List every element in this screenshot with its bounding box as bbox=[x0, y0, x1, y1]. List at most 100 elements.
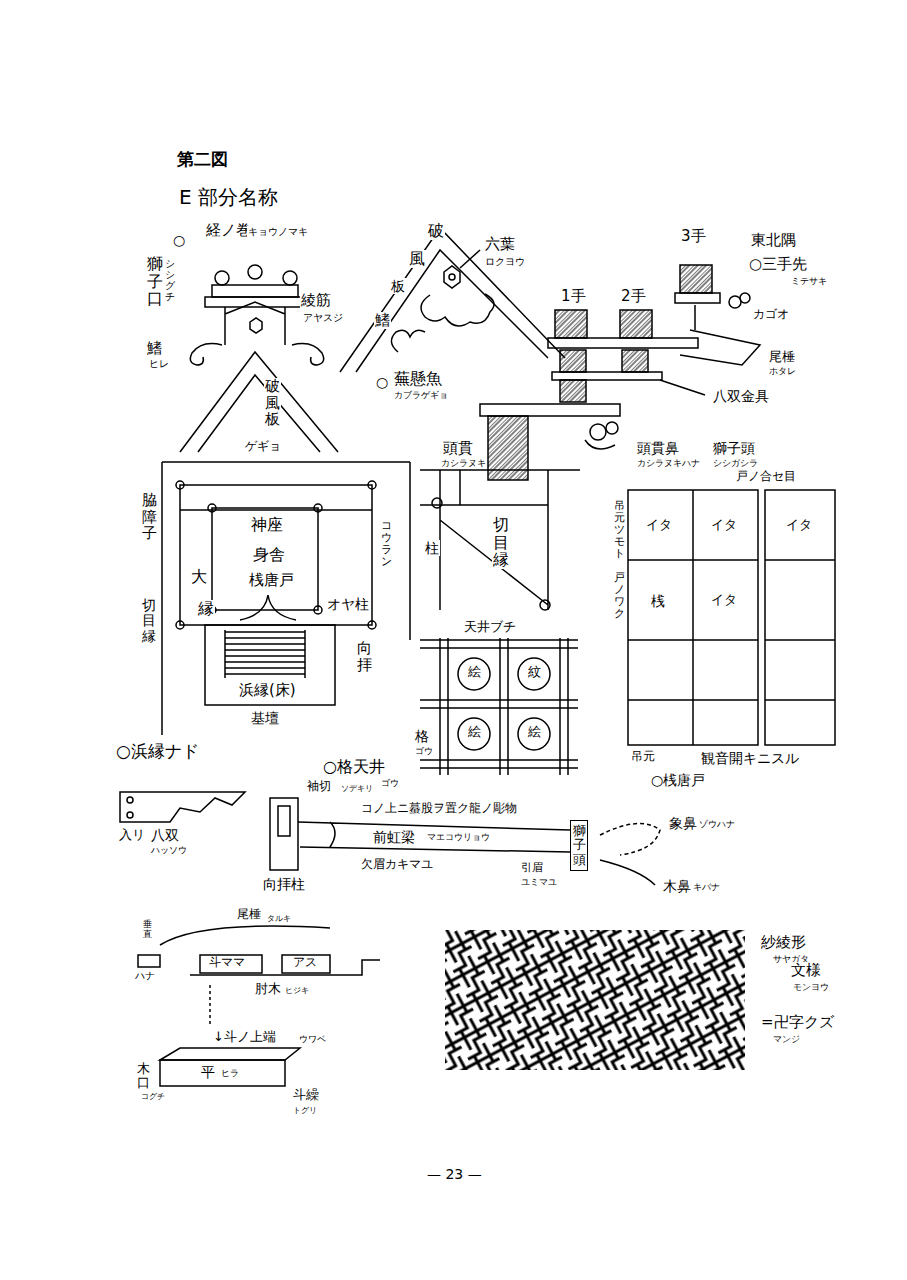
part-label: =卍字クズ bbox=[760, 1014, 835, 1031]
part-label: ↓斗ノ上端 bbox=[212, 1030, 277, 1045]
part-label: 桟唐戸 bbox=[248, 572, 295, 589]
part-label: ○桟唐戸 bbox=[650, 772, 706, 788]
part-label: ○ bbox=[172, 232, 186, 248]
part-label: ゴウ bbox=[414, 746, 434, 756]
part-label: 東北隅 bbox=[750, 232, 797, 249]
part-label: トグリ bbox=[292, 1106, 318, 1115]
part-label: 前虹梁 bbox=[372, 829, 416, 845]
bracket-set bbox=[480, 265, 760, 480]
shishigashira-box: 獅子頭 bbox=[570, 820, 588, 871]
part-label: 格 bbox=[414, 728, 430, 744]
part-label: 縁 bbox=[197, 600, 215, 618]
part-label: ゴウ bbox=[380, 778, 400, 788]
part-label: オヤ柱 bbox=[326, 596, 370, 612]
part-label: 破風板 bbox=[264, 378, 281, 428]
part-label: 象鼻 bbox=[668, 815, 698, 831]
part-label: 桟 bbox=[650, 593, 666, 609]
floor-plan bbox=[162, 462, 410, 735]
part-label: イタ bbox=[710, 593, 738, 608]
part-label: ○ bbox=[375, 374, 389, 390]
part-label: 鰭 bbox=[374, 312, 391, 329]
part-label: 切目縁 bbox=[141, 598, 157, 644]
part-label: ロクヨウ bbox=[484, 256, 526, 268]
part-label: マエコウリョウ bbox=[426, 832, 491, 842]
part-label: 柱 bbox=[424, 540, 440, 556]
part-label: — 23 — bbox=[426, 1166, 483, 1182]
part-label: 風 bbox=[408, 250, 426, 268]
part-label: 尾棰 bbox=[768, 350, 796, 365]
part-label: マンジ bbox=[772, 1034, 801, 1044]
part-label: イタ bbox=[785, 518, 813, 533]
part-label: 六葉 bbox=[484, 236, 516, 253]
part-label: ヒジキ bbox=[284, 986, 310, 995]
part-label: 吊元 bbox=[630, 750, 656, 764]
part-label: モンヨウ bbox=[792, 982, 830, 992]
part-label: ヒレ bbox=[148, 358, 170, 370]
sayagata-pattern bbox=[445, 930, 745, 1070]
part-label: コノ上ニ蟇股ヲ置ク龍ノ彫物 bbox=[360, 802, 518, 816]
node-text: 獅子頭 bbox=[573, 824, 586, 867]
part-label: 浜縁(床) bbox=[238, 682, 297, 699]
part-label: カブラゲギョ bbox=[393, 390, 449, 400]
part-label: ○浜縁ナド bbox=[115, 742, 200, 762]
part-label: 脇障子 bbox=[141, 492, 158, 542]
part-label: 頭貫 bbox=[442, 440, 474, 457]
part-label: 垂直 bbox=[142, 920, 153, 940]
part-label: 綾筋 bbox=[300, 292, 332, 309]
part-label: コウラン bbox=[380, 520, 393, 568]
kirime-en bbox=[420, 470, 580, 610]
part-label: シシグチ bbox=[164, 258, 176, 302]
part-label: 3手 bbox=[680, 228, 707, 245]
part-label: 板 bbox=[390, 278, 406, 294]
hasso-fitting bbox=[120, 792, 245, 822]
part-label: シシガシラ bbox=[712, 458, 759, 468]
part-label: 1手 bbox=[560, 288, 587, 305]
part-label: 大 bbox=[190, 568, 208, 586]
part-label: キバナ bbox=[692, 882, 721, 892]
part-label: ○三手先 bbox=[748, 256, 808, 273]
part-label: 欠眉カキマユ bbox=[360, 858, 434, 872]
part-label: ユミマユ bbox=[520, 877, 558, 887]
part-label: ハナ bbox=[134, 970, 156, 982]
part-label: タルキ bbox=[266, 914, 292, 923]
gable-board bbox=[340, 228, 565, 372]
part-label: 斗ママ bbox=[208, 956, 246, 970]
part-label: 八双 bbox=[150, 827, 180, 843]
part-label: 袖切 bbox=[306, 780, 332, 794]
part-label: ミテサキ bbox=[790, 276, 828, 286]
shishiguchi-gable bbox=[180, 265, 338, 452]
part-label: アヤスジ bbox=[302, 312, 344, 324]
part-label: 天井ブチ bbox=[463, 620, 517, 635]
part-label: キョウノマキ bbox=[247, 226, 309, 238]
part-label: ソデキリ bbox=[340, 784, 374, 793]
part-label: 神座 bbox=[250, 516, 284, 534]
part-label: 身舎 bbox=[252, 546, 286, 564]
part-label: 向拝柱 bbox=[262, 876, 306, 892]
part-label: アス bbox=[292, 956, 318, 970]
part-label: 尾棰 bbox=[236, 908, 262, 922]
part-label: 入リ bbox=[118, 828, 146, 843]
door bbox=[628, 490, 835, 745]
part-label: コグチ bbox=[140, 1092, 166, 1101]
bracket-detail bbox=[138, 926, 380, 1086]
part-label: 向拝 bbox=[356, 640, 373, 673]
part-label: ホタレ bbox=[768, 366, 797, 376]
part-label: ゾウハナ bbox=[698, 819, 736, 829]
part-label: ○格天井 bbox=[322, 758, 386, 776]
part-label: E 部分名称 bbox=[178, 186, 279, 209]
part-label: 獅子頭 bbox=[712, 440, 756, 456]
part-label: イタ bbox=[645, 518, 673, 533]
part-label: カシラヌキハナ bbox=[636, 458, 701, 468]
part-label: ゲギョ bbox=[244, 440, 282, 454]
part-label: イタ bbox=[710, 518, 738, 533]
part-label: 斗繰 bbox=[292, 1088, 320, 1103]
part-label: 切目縁 bbox=[492, 516, 510, 569]
coffered-ceiling bbox=[420, 638, 578, 775]
figure-title: 第二図 bbox=[176, 150, 229, 170]
part-label: 獅子口 bbox=[146, 255, 164, 308]
part-label: 平 bbox=[200, 1064, 216, 1080]
part-label: 鰭 bbox=[146, 340, 163, 357]
part-label: 頭貫鼻 bbox=[636, 440, 680, 456]
part-label: 蕪懸魚 bbox=[393, 370, 443, 388]
part-label: ハッソウ bbox=[150, 845, 188, 855]
